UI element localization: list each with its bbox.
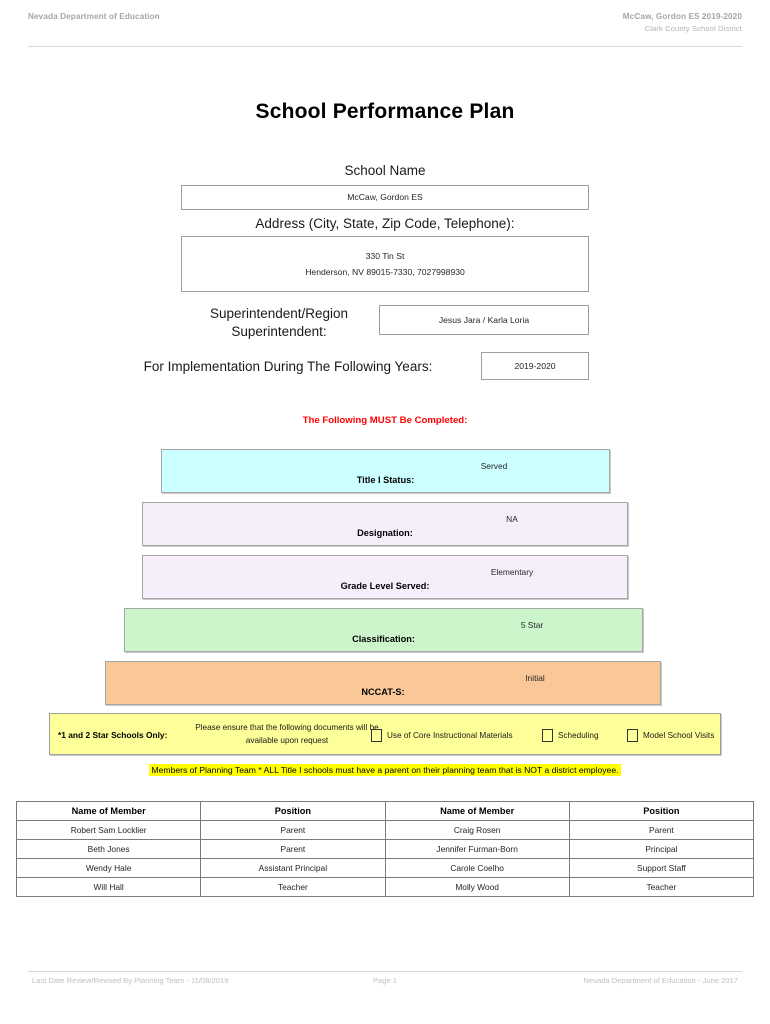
status-bar-classification-value: 5 Star	[520, 620, 544, 630]
footer-source: Nevada Department of Education - June 20…	[583, 976, 738, 985]
implementation-years-label: For Implementation During The Following …	[143, 359, 433, 374]
member-name-cell[interactable]: Jennifer Furman-Born	[384, 839, 570, 859]
member-name-cell[interactable]: Carole Coelho	[384, 858, 570, 878]
star-schools-note: Please ensure that the following documen…	[195, 723, 379, 745]
checkbox-scheduling-label: Scheduling	[558, 731, 599, 740]
member-name-cell[interactable]: Craig Rosen	[384, 820, 570, 840]
implementation-years-field[interactable]: 2019-2020	[481, 352, 589, 380]
status-bar-grade-level-label: Grade Level Served:	[340, 581, 430, 591]
footer-divider	[28, 971, 742, 972]
status-bar-nccat-s-value: Initial	[525, 673, 545, 683]
address-line-1: 330 Tin St	[365, 250, 405, 261]
status-bar-designation-value: NA	[506, 514, 518, 524]
checkbox-model-school-visits-label: Model School Visits	[643, 731, 715, 740]
table-row: Robert Sam Locklier Parent Craig Rosen P…	[15, 820, 755, 840]
table-header-row: Name of Member Position Name of Member P…	[15, 801, 755, 821]
member-name-cell[interactable]: Molly Wood	[384, 877, 570, 897]
checkbox-scheduling[interactable]: Scheduling	[542, 729, 599, 742]
checkbox-icon[interactable]	[371, 729, 382, 742]
superintendent-field[interactable]: Jesus Jara / Karla Loria	[379, 305, 589, 335]
member-name-cell[interactable]: Wendy Hale	[15, 858, 202, 878]
star-schools-title: *1 and 2 Star Schools Only:	[58, 730, 168, 740]
page-title: School Performance Plan	[255, 100, 515, 123]
status-bar-classification[interactable]: Classification: 5 Star	[124, 608, 643, 652]
footer-revision-date: Last Date Review/Revised By Planning Tea…	[32, 976, 229, 985]
checkbox-model-school-visits[interactable]: Model School Visits	[627, 729, 714, 742]
status-bar-designation[interactable]: Designation: NA	[142, 502, 628, 546]
column-header-position-1: Position	[200, 801, 386, 821]
status-bar-grade-level[interactable]: Grade Level Served: Elementary	[142, 555, 628, 599]
column-header-position-2: Position	[568, 801, 755, 821]
table-row: Wendy Hale Assistant Principal Carole Co…	[15, 858, 755, 878]
checkbox-icon[interactable]	[542, 729, 553, 742]
checkbox-core-instructional-materials[interactable]: Use of Core Instructional Materials	[371, 729, 513, 742]
member-position-cell[interactable]: Parent	[568, 820, 755, 840]
header-school-year: McCaw, Gordon ES 2019-2020	[622, 12, 742, 21]
status-bar-designation-label: Designation:	[357, 528, 413, 538]
status-bar-nccat-s[interactable]: NCCAT-S: Initial	[105, 661, 661, 705]
checkbox-core-instructional-materials-label: Use of Core Instructional Materials	[387, 731, 513, 740]
status-bar-nccat-s-label: NCCAT-S:	[361, 687, 405, 697]
header-agency-name: Nevada Department of Education	[28, 12, 160, 21]
school-name-value: McCaw, Gordon ES	[347, 192, 423, 203]
address-label: Address (City, State, Zip Code, Telephon…	[255, 216, 515, 231]
member-position-cell[interactable]: Teacher	[200, 877, 386, 897]
school-name-field[interactable]: McCaw, Gordon ES	[181, 185, 589, 210]
planning-team-notice-text: Members of Planning Team * ALL Title I s…	[149, 764, 621, 776]
star-schools-section: *1 and 2 Star Schools Only: Please ensur…	[49, 713, 721, 755]
member-position-cell[interactable]: Parent	[200, 839, 386, 859]
header-district-name: Clark County School District	[644, 24, 742, 33]
status-bar-title-i[interactable]: Title I Status: Served	[161, 449, 610, 493]
footer-page-number: Page 1	[372, 976, 398, 985]
status-bar-title-i-label: Title I Status:	[356, 475, 415, 485]
document-header: Nevada Department of Education McCaw, Go…	[28, 10, 742, 48]
header-divider	[28, 46, 742, 47]
document-footer: Last Date Review/Revised By Planning Tea…	[32, 976, 738, 990]
member-name-cell[interactable]: Robert Sam Locklier	[15, 820, 202, 840]
column-header-name-1: Name of Member	[15, 801, 202, 821]
status-bar-grade-level-value: Elementary	[490, 567, 534, 577]
member-position-cell[interactable]: Teacher	[568, 877, 755, 897]
member-position-cell[interactable]: Parent	[200, 820, 386, 840]
header-school-info: McCaw, Gordon ES 2019-2020 Clark County …	[623, 12, 742, 33]
member-name-cell[interactable]: Beth Jones	[15, 839, 202, 859]
member-name-cell[interactable]: Will Hall	[15, 877, 202, 897]
status-bar-classification-label: Classification:	[352, 634, 415, 644]
implementation-years-value: 2019-2020	[514, 360, 556, 371]
member-position-cell[interactable]: Principal	[568, 839, 755, 859]
school-name-label: School Name	[344, 163, 426, 178]
superintendent-label: Superintendent/Region Superintendent:	[209, 306, 349, 340]
must-complete-notice: The Following MUST Be Completed:	[302, 415, 468, 426]
checkbox-icon[interactable]	[627, 729, 638, 742]
member-position-cell[interactable]: Support Staff	[568, 858, 755, 878]
planning-team-notice: Members of Planning Team * ALL Title I s…	[0, 764, 770, 776]
address-line-2: Henderson, NV 89015-7330, 7027998930	[305, 267, 465, 277]
table-row: Will Hall Teacher Molly Wood Teacher	[15, 877, 755, 897]
status-bar-title-i-value: Served	[480, 461, 508, 471]
column-header-name-2: Name of Member	[384, 801, 570, 821]
planning-team-table: Name of Member Position Name of Member P…	[15, 801, 755, 897]
table-row: Beth Jones Parent Jennifer Furman-Born P…	[15, 839, 755, 859]
address-field[interactable]: 330 Tin St Henderson, NV 89015-7330, 702…	[181, 236, 589, 292]
superintendent-value: Jesus Jara / Karla Loria	[438, 314, 530, 325]
member-position-cell[interactable]: Assistant Principal	[200, 858, 386, 878]
